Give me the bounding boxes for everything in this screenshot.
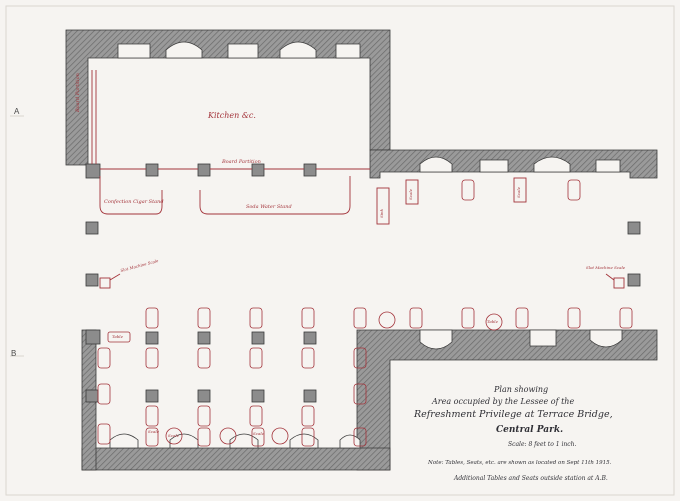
margin-mark-a: A: [14, 107, 20, 116]
title-line-1: Plan showing: [494, 385, 549, 394]
label-table-round: Table: [487, 319, 498, 324]
label-soda-stand: Soda Water Stand: [246, 204, 292, 210]
label-scale-right: Scale: [516, 186, 521, 198]
label-cigar-stand: Confection Cigar Stand: [104, 199, 164, 205]
tables: [97, 179, 633, 447]
round-tables: [165, 311, 503, 445]
sheet-border: [5, 5, 675, 496]
title-note-1: Note: Tables, Seats, etc. are shown as l…: [428, 460, 612, 466]
wall-niches-top: [109, 41, 623, 449]
label-board-partition-top: Board Partition: [222, 159, 261, 165]
title-line-3: Refreshment Privilege at Terrace Bridge,: [414, 409, 613, 420]
label-board-partition-left: Board Partition: [75, 73, 81, 112]
label-table-small-a: Scale: [253, 431, 265, 436]
label-kitchen: Kitchen &c.: [208, 111, 256, 120]
label-slot-machine-right: Slot Machine Scale: [586, 265, 626, 270]
margin-mark-b: B: [11, 349, 17, 358]
partitions: [91, 70, 625, 289]
label-scale-small: Scale: [168, 433, 180, 438]
title-note-2: Additional Tables and Seats outside stat…: [454, 475, 608, 482]
title-line-4: Central Park.: [496, 425, 564, 435]
label-sink: Sink: [379, 208, 384, 218]
title-line-2: Area occupied by the Lessee of the: [432, 397, 575, 406]
piers: [85, 163, 641, 403]
label-scale-left: Scale: [408, 188, 413, 200]
title-scale: Scale: 8 feet to 1 inch.: [508, 441, 577, 448]
label-table-small-b: Scale: [148, 429, 160, 434]
label-table-seat: Table: [112, 334, 123, 339]
